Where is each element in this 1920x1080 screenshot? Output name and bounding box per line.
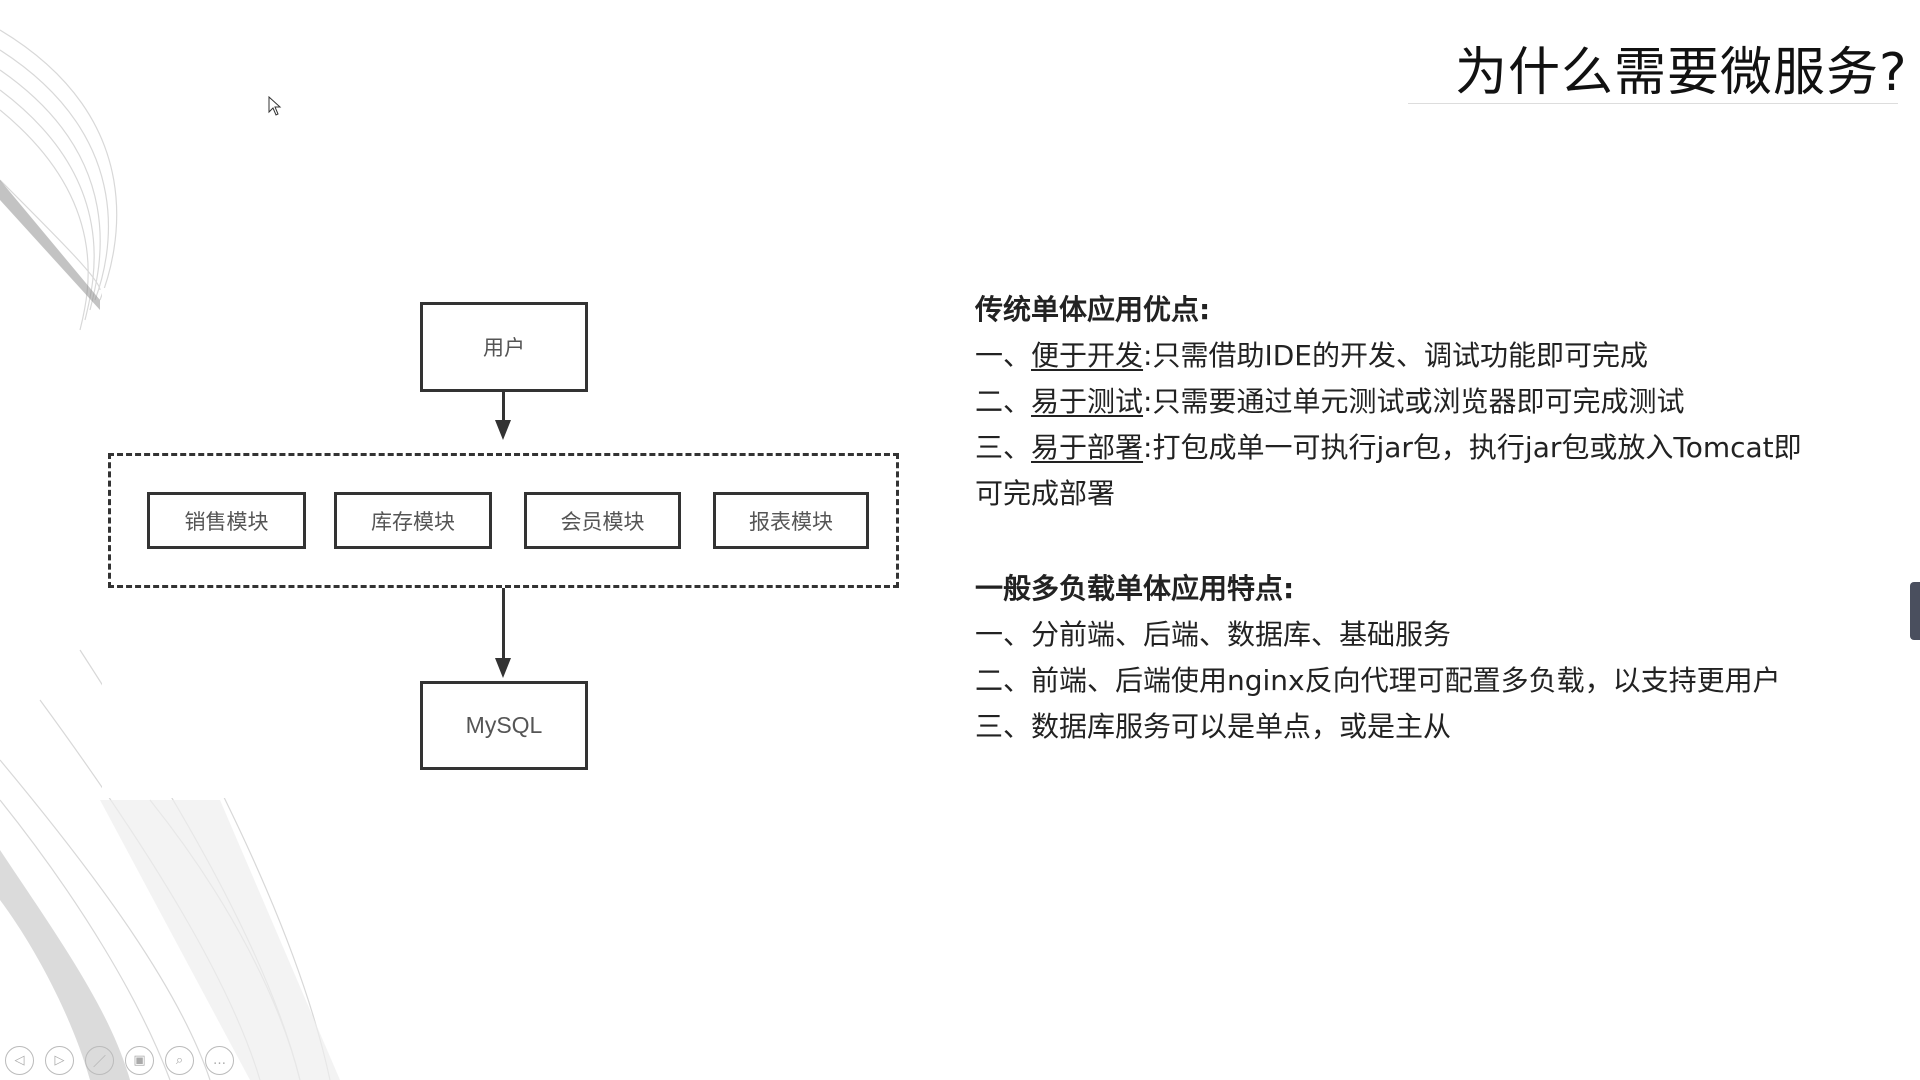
item-sep: : — [1143, 385, 1153, 418]
zoom-icon[interactable]: ⌕ — [165, 1046, 194, 1075]
diagram-module-sales: 销售模块 — [147, 492, 306, 549]
slide-title: 为什么需要微服务? — [1455, 43, 1908, 103]
connector-line — [502, 588, 505, 660]
slideshow-controls: ◁ ▷ ／ ▣ ⌕ … — [5, 1046, 234, 1075]
item-term: 易于测试 — [1031, 385, 1144, 418]
monolith-boundary — [108, 453, 899, 588]
advantage-item: 一、便于开发:只需借助IDE的开发、调试功能即可完成 — [975, 333, 1802, 379]
advantage-item: 三、易于部署:打包成单一可执行jar包，执行jar包或放入Tomcat即 — [975, 425, 1802, 471]
diagram-module-report: 报表模块 — [713, 492, 869, 549]
item-sep: : — [1143, 339, 1153, 372]
feature-item: 一、分前端、后端、数据库、基础服务 — [975, 618, 1452, 651]
pen-icon[interactable]: ／ — [85, 1046, 114, 1075]
next-icon[interactable]: ▷ — [45, 1046, 74, 1075]
item-term: 便于开发 — [1031, 339, 1144, 372]
item-text: 只需借助IDE的开发、调试功能即可完成 — [1152, 339, 1648, 372]
item-prefix: 三、 — [975, 431, 1032, 464]
connector-line — [502, 392, 505, 422]
diagram-module-member: 会员模块 — [524, 492, 681, 549]
advantages-section: 传统单体应用优点: 一、便于开发:只需借助IDE的开发、调试功能即可完成 二、易… — [975, 287, 1802, 517]
diagram-module-inventory: 库存模块 — [334, 492, 492, 549]
slides-icon[interactable]: ▣ — [125, 1046, 154, 1075]
item-sep: : — [1143, 431, 1153, 464]
title-divider — [1408, 103, 1898, 104]
item-text: 打包成单一可执行jar包，执行jar包或放入Tomcat即 — [1152, 431, 1802, 464]
arrow-down-icon — [495, 420, 511, 440]
side-panel-handle[interactable] — [1910, 582, 1920, 640]
previous-icon[interactable]: ◁ — [5, 1046, 34, 1075]
item-prefix: 二、 — [975, 385, 1032, 418]
mouse-cursor-icon — [268, 95, 282, 120]
arrow-down-icon — [495, 658, 511, 678]
item-term: 易于部署 — [1031, 431, 1144, 464]
advantage-item-continuation: 可完成部署 — [975, 477, 1116, 510]
diagram-user-box: 用户 — [420, 302, 588, 392]
more-icon[interactable]: … — [205, 1046, 234, 1075]
diagram-mysql-box: MySQL — [420, 681, 588, 770]
feature-item: 二、前端、后端使用nginx反向代理可配置多负载，以支持更用户 — [975, 664, 1781, 697]
item-prefix: 一、 — [975, 339, 1032, 372]
multi-load-heading: 一般多负载单体应用特点: — [975, 572, 1295, 605]
advantage-item: 二、易于测试:只需要通过单元测试或浏览器即可完成测试 — [975, 379, 1802, 425]
multi-load-section: 一般多负载单体应用特点: 一、分前端、后端、数据库、基础服务 二、前端、后端使用… — [975, 566, 1781, 750]
advantages-heading: 传统单体应用优点: — [975, 293, 1211, 326]
item-text: 只需要通过单元测试或浏览器即可完成测试 — [1152, 385, 1685, 418]
feature-item: 三、数据库服务可以是单点，或是主从 — [975, 710, 1452, 743]
